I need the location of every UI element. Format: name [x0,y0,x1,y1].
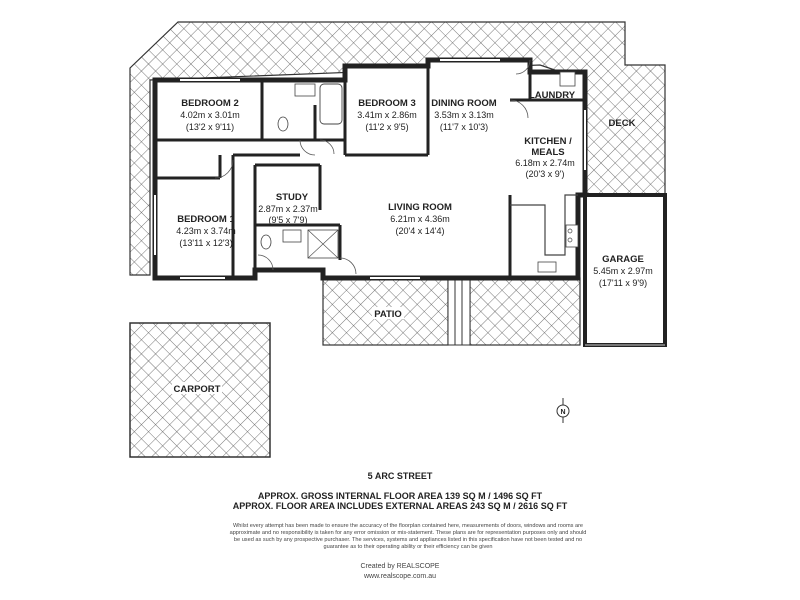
room-label-patio: PATIO [374,309,402,320]
room-imperial-living: (20'4 x 14'4) [396,226,445,236]
room-kitchen: KITCHEN / MEALS 6.18m x 2.74m (20'3 x 9'… [515,136,575,179]
north-label: N [560,409,565,416]
room-label-deck: DECK [609,118,636,129]
patio-steps [447,277,471,346]
windows [154,59,586,279]
bathtub [319,83,343,125]
room-label-bedroom2: BEDROOM 2 [181,98,239,109]
disclaimer-text: Whilst every attempt has been made to en… [229,523,587,550]
north-arrow-icon: N [556,398,570,423]
room-living: LIVING ROOM 6.21m x 4.36m (20'4 x 14'4) [388,202,452,236]
room-dining: DINING ROOM 3.53m x 3.13m (11'7 x 10'3) [431,98,497,132]
patio-area-right [469,277,581,346]
room-imperial-bedroom3: (11'2 x 9'5) [365,122,408,132]
patio-area-left [322,277,449,346]
website-link[interactable]: www.realscope.com.au [364,573,436,580]
room-metric-dining: 3.53m x 3.13m [434,110,494,120]
room-label-study: STUDY [276,192,309,203]
room-label-garage: GARAGE [602,254,644,265]
room-label-laundry: LAUNDRY [529,90,576,101]
room-label-kitchen-1: KITCHEN / [524,136,572,147]
room-bedroom3: BEDROOM 3 3.41m x 2.86m (11'2 x 9'5) [357,98,417,132]
laundry-tub [559,71,576,87]
gross-internal-area: APPROX. GROSS INTERNAL FLOOR AREA 139 SQ… [257,491,543,501]
room-imperial-kitchen: (20'3 x 9') [526,169,565,179]
room-metric-kitchen: 6.18m x 2.74m [515,158,575,168]
room-label-carport: CARPORT [174,384,221,395]
room-label-living: LIVING ROOM [388,202,452,213]
room-imperial-study: (9'5 x 7'9) [269,215,308,225]
ensuite-basin [282,229,302,243]
room-label-dining: DINING ROOM [431,98,497,109]
toilet-main [277,116,289,132]
kitchen-counter [510,194,578,256]
room-label-kitchen-2: MEALS [531,147,564,158]
room-imperial-dining: (11'7 x 10'3) [440,122,488,132]
room-imperial-garage: (17'11 x 9'9) [599,278,647,288]
kitchen-sink [537,261,557,273]
room-label-bedroom1: BEDROOM 1 [177,214,235,225]
room-metric-bedroom2: 4.02m x 3.01m [180,110,240,120]
property-address: 5 ARC STREET [367,471,433,481]
room-imperial-bedroom2: (13'2 x 9'11) [186,122,234,132]
vanity [294,83,316,97]
garage-area [583,193,667,347]
room-metric-bedroom1: 4.23m x 3.74m [176,226,236,236]
room-bedroom1: BEDROOM 1 4.23m x 3.74m (13'11 x 12'3) [176,214,236,248]
door-swings [214,59,531,275]
room-bedroom2: BEDROOM 2 4.02m x 3.01m (13'2 x 9'11) [180,98,240,132]
stove [565,224,579,248]
created-by: Created by REALSCOPE [360,563,440,570]
room-metric-bedroom3: 3.41m x 2.86m [357,110,417,120]
room-label-bedroom3: BEDROOM 3 [358,98,416,109]
room-metric-study: 2.87m x 2.37m [258,204,318,214]
toilet-ensuite [260,234,272,250]
room-garage: GARAGE 5.45m x 2.97m (17'11 x 9'9) [593,254,653,288]
interior-walls [155,66,585,278]
room-study: STUDY 2.87m x 2.37m (9'5 x 7'9) [258,192,318,225]
room-metric-living: 6.21m x 4.36m [390,214,450,224]
total-floor-area: APPROX. FLOOR AREA INCLUDES EXTERNAL ARE… [232,501,568,511]
room-imperial-bedroom1: (13'11 x 12'3) [179,238,232,248]
room-metric-garage: 5.45m x 2.97m [593,266,653,276]
